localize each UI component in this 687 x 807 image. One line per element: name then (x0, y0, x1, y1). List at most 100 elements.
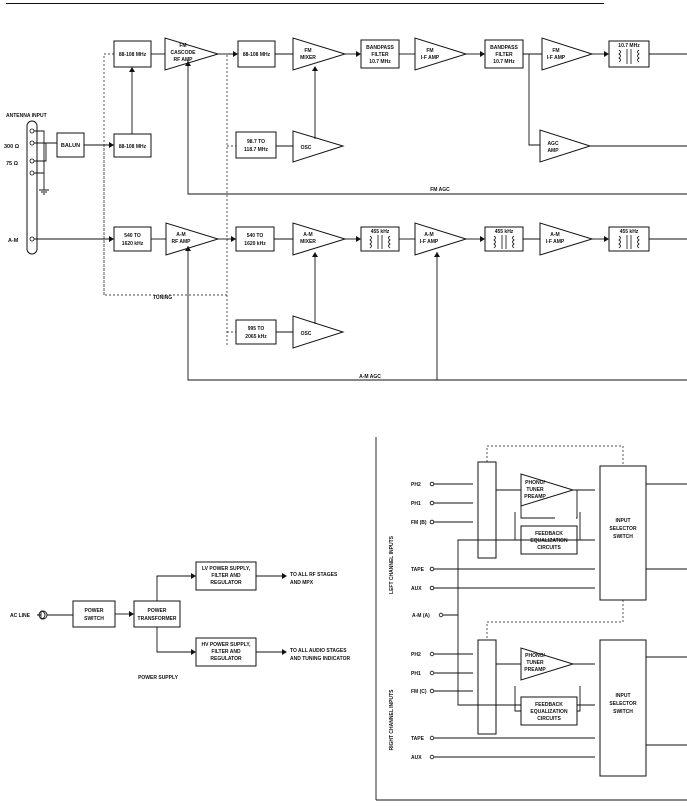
antenna-title: ANTENNA INPUT (6, 113, 47, 119)
right-aux: AUX (411, 755, 422, 761)
fm-band-filter-2 (237, 40, 276, 68)
right-ph1: PH1 (411, 671, 421, 677)
input-selector-section: LEFT CHANNEL INPUTS RIGHT CHANNEL INPUTS… (375, 437, 687, 801)
bpf2-line3: 10.7 MHz (493, 59, 515, 65)
am-xfmr3-label: 455 kHz (620, 229, 639, 235)
am-band2-line1: 540 TO (247, 233, 264, 239)
am-band-filter-1 (113, 226, 152, 252)
ohm-75-label: 75 Ω (6, 161, 19, 167)
left-tape: TAPE (411, 567, 425, 573)
left-selector-line2: SELECTOR (609, 526, 637, 532)
am-band-filter-2 (235, 226, 275, 252)
hv-line1: HV POWER SUPPLY, (202, 642, 252, 648)
fm-if2-line1: FM (552, 48, 559, 54)
fm-osc-label: OSC (301, 145, 312, 151)
antenna-wiring (34, 130, 57, 185)
fm-band-3-label: 88-108 MHz (119, 144, 147, 150)
right-preamp-line3: PREAMP (524, 667, 546, 673)
balun-label: BALUN (61, 143, 80, 149)
antenna-input-section: ANTENNA INPUT 300 Ω 75 Ω A-M (4, 113, 114, 255)
fm-cascode-rf-amp (164, 37, 220, 71)
fm-agc-amp (539, 129, 592, 163)
fm-agc-label: FM AGC (430, 187, 450, 193)
am-if-transformer-1 (360, 226, 400, 252)
right-fb-line3: CIRCUITS (537, 716, 561, 722)
bandpass-filter-1 (360, 39, 400, 69)
right-fm: FM (C) (411, 689, 427, 695)
left-phono-preamp (520, 473, 575, 507)
terminal-3 (29, 158, 35, 164)
right-tape: TAPE (411, 736, 425, 742)
fm-band-filter-3 (113, 133, 152, 158)
terminal-2 (29, 140, 35, 146)
am-mixer (292, 222, 347, 256)
fm-section: BALUN 88-108 MHz 88-108 MHz FM CASCODE R… (56, 37, 687, 195)
fm-osc-range-line2: 118.7 MHz (244, 147, 268, 153)
left-preamp-line1: PHONO/ (525, 480, 545, 486)
fm-if2-line2: I-F AMP (547, 55, 566, 61)
am-if-amp-2 (539, 222, 594, 256)
power-transformer-box (133, 600, 181, 628)
am-if2-line2: I-F AMP (546, 239, 565, 245)
fm-xfmr-label: 10.7 MHz (618, 43, 640, 49)
bandpass-filter-2 (484, 39, 524, 69)
fm-cascode-line1: FM (179, 43, 186, 49)
bpf1-line1: BANDPASS (366, 45, 394, 51)
hv-dest-line2: AND TUNING INDICATOR (290, 656, 350, 662)
bpf1-line2: FILTER (371, 52, 389, 58)
left-fb-line2: EQUALIZATION (530, 538, 568, 544)
am-antenna-label: A-M (8, 238, 19, 244)
right-input-selector (599, 639, 647, 777)
am-rf-line1: A-M (176, 232, 185, 238)
agc-amp-line2: AMP (547, 148, 559, 154)
power-supply-section: AC LINE POWER SWITCH POWER TRANSFORMER L… (10, 561, 350, 681)
left-fb-line3: CIRCUITS (537, 545, 561, 551)
left-input-selector (599, 465, 647, 601)
fm-mixer (292, 37, 347, 71)
right-preamp-line1: PHONO/ (525, 653, 545, 659)
left-ph1: PH1 (411, 501, 421, 507)
right-fb-line2: EQUALIZATION (530, 709, 568, 715)
lv-line1: LV POWER SUPPLY, (202, 566, 251, 572)
fm-band-1-label: 88-108 MHz (119, 52, 147, 58)
bpf1-line3: 10.7 MHz (369, 59, 391, 65)
lv-line3: REGULATOR (210, 580, 242, 586)
fm-oscillator (292, 130, 345, 163)
power-transformer-line1: POWER (148, 608, 167, 614)
fm-if-amp-2 (541, 37, 594, 71)
fm-agc-line (187, 60, 687, 195)
left-ph2: PH2 (411, 482, 421, 488)
am-input-label: A-M (A) (412, 613, 430, 619)
fm-if1-line2: I-F AMP (421, 55, 440, 61)
lv-line2: FILTER AND (211, 573, 241, 579)
power-switch-line1: POWER (85, 608, 104, 614)
am-xfmr2-label: 455 kHz (495, 229, 514, 235)
terminal-4 (29, 170, 35, 176)
fm-cascode-line2: CASCODE (170, 50, 196, 56)
am-rf-amp (165, 222, 220, 256)
fm-if-transformer (608, 40, 650, 68)
am-if2-line1: A-M (550, 232, 559, 238)
right-fb-line1: FEEDBACK (535, 702, 563, 708)
balun-box (56, 132, 85, 158)
hv-line2: FILTER AND (211, 649, 241, 655)
am-osc-label: OSC (301, 331, 312, 337)
right-phono-preamp (520, 647, 575, 681)
terminal-1 (29, 128, 35, 134)
am-band2-line2: 1620 kHz (244, 241, 266, 247)
am-mixer-line2: MIXER (300, 239, 316, 245)
am-xfmr1-label: 455 kHz (371, 229, 390, 235)
am-if1-line1: A-M (424, 232, 433, 238)
hv-power-supply-box (195, 637, 257, 667)
am-osc-range-line1: 995 TO (248, 326, 265, 332)
am-section: 540 TO 1620 kHz A-M RF AMP 540 TO 1620 k… (103, 53, 687, 381)
am-if-amp-1 (414, 222, 468, 256)
ground-symbol (39, 185, 49, 195)
am-agc-label: A-M AGC (359, 374, 381, 380)
am-osc-range-line2: 2065 kHz (245, 334, 267, 340)
lv-dest-line2: AND MPX (290, 580, 314, 586)
lv-dest-line1: TO ALL RF STAGES (290, 572, 338, 578)
power-supply-caption: POWER SUPPLY (138, 675, 178, 681)
right-selector-line1: INPUT (616, 693, 631, 699)
